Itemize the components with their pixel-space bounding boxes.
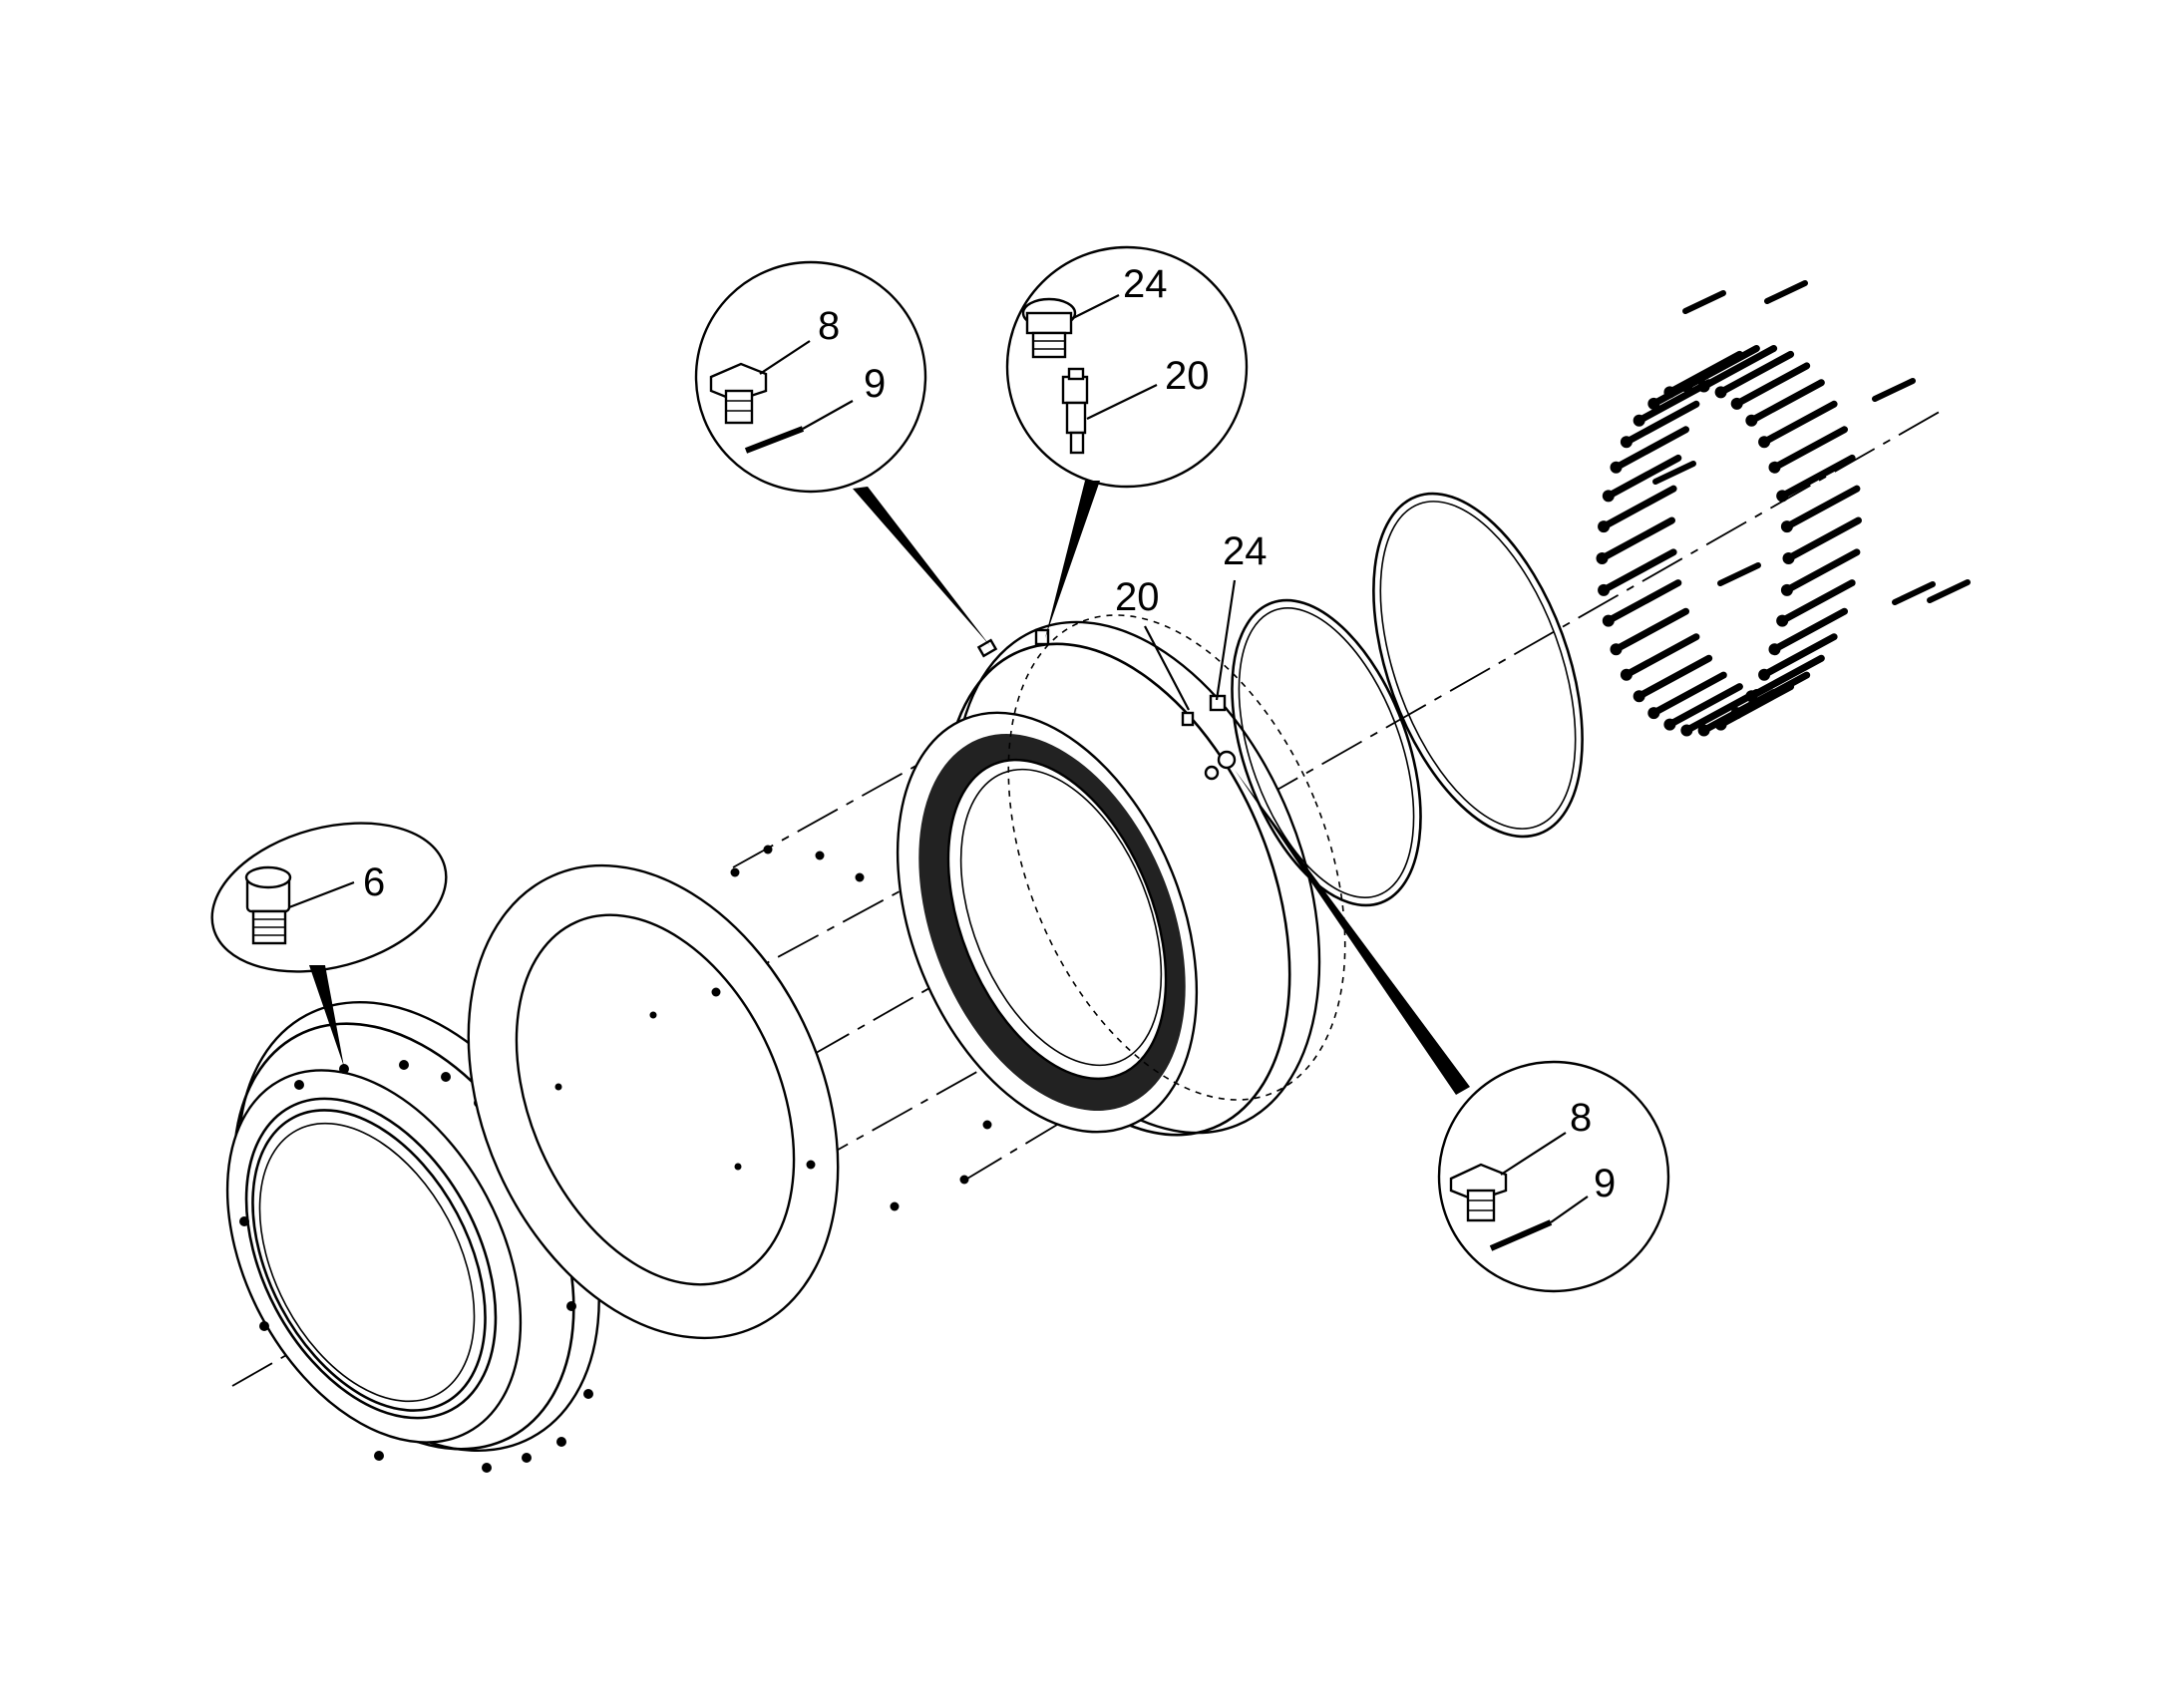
bolt-head xyxy=(1680,380,1693,393)
bolt-head xyxy=(1602,490,1615,503)
callouts-20-24-mid: 20 24 xyxy=(1115,529,1268,711)
bolt xyxy=(1613,607,1690,653)
bolt xyxy=(1649,671,1727,717)
bolt-head xyxy=(1758,436,1771,449)
bolt-head xyxy=(1780,583,1793,596)
bolt xyxy=(1733,362,1811,408)
callout-bubble-8-9-top: 8 9 xyxy=(694,260,990,646)
loose-bolt xyxy=(1892,581,1936,605)
bolt-8-icon xyxy=(709,362,768,425)
pin-9-icon xyxy=(744,426,805,454)
bolt xyxy=(1747,379,1825,425)
bolt-head xyxy=(1647,707,1660,720)
bolt xyxy=(1613,426,1690,472)
bolt xyxy=(1605,579,1682,625)
bolt-head xyxy=(1782,552,1795,564)
label-8-top: 8 xyxy=(818,304,840,348)
plug-6-icon xyxy=(244,865,292,945)
bolt xyxy=(1770,607,1848,653)
bolt-head xyxy=(1633,690,1645,703)
bolt-head xyxy=(1647,397,1660,410)
plug-24-icon xyxy=(1021,297,1077,359)
callout-bubble-6: 6 xyxy=(210,822,448,1067)
bolt xyxy=(1770,426,1848,472)
bolt xyxy=(1760,633,1838,679)
fitting-20-icon xyxy=(1061,367,1089,455)
loose-bolt xyxy=(1652,461,1696,485)
bolt-head xyxy=(1776,490,1789,503)
pin-9-bottom-icon xyxy=(1489,1219,1553,1251)
bolt xyxy=(1665,683,1743,729)
label-24-mid: 24 xyxy=(1223,529,1268,573)
bolt xyxy=(1778,579,1856,625)
bolt xyxy=(1605,454,1682,500)
bolt-head xyxy=(1697,724,1710,737)
label-20-mid: 20 xyxy=(1115,575,1160,619)
label-9-top: 9 xyxy=(864,362,886,406)
bolt-head xyxy=(1758,668,1771,681)
bolt-head xyxy=(1610,461,1623,474)
bolt-head xyxy=(1780,520,1793,533)
bolt xyxy=(1623,400,1700,446)
bolt-head xyxy=(1714,386,1727,399)
bolt-head xyxy=(1633,414,1645,427)
loose-bolt xyxy=(1872,378,1916,402)
callout-bubble-24-20-top: 24 20 xyxy=(1005,245,1249,638)
main-gear-housing xyxy=(896,614,1346,1137)
loose-bolt xyxy=(1764,280,1808,304)
bolt-head xyxy=(1598,583,1611,596)
bolt xyxy=(1635,654,1713,700)
loose-bolt xyxy=(1717,562,1761,586)
bolt-head xyxy=(1680,724,1693,737)
bolt xyxy=(1635,379,1713,425)
bolt-head xyxy=(1730,397,1743,410)
label-24-top: 24 xyxy=(1123,262,1168,306)
bolt xyxy=(1785,516,1862,562)
bolt xyxy=(1760,400,1838,446)
bolt-head xyxy=(1610,643,1623,656)
bolt xyxy=(1599,516,1675,562)
loose-bolt xyxy=(1682,290,1726,314)
bolt-head xyxy=(1602,614,1615,627)
bolt-head xyxy=(1620,668,1633,681)
o-ring-small xyxy=(1231,598,1422,907)
bolt xyxy=(1700,689,1778,735)
callout-bubble-8-9-bottom: 8 9 xyxy=(1235,770,1670,1293)
bolt-head xyxy=(1663,386,1676,399)
bolt xyxy=(1717,350,1795,396)
bolt xyxy=(1600,548,1677,594)
label-9-bottom: 9 xyxy=(1594,1162,1616,1205)
bolt xyxy=(1783,548,1861,594)
gasket-ring xyxy=(467,863,840,1340)
bolt xyxy=(1682,344,1760,390)
bolt-head xyxy=(1697,380,1710,393)
bolt xyxy=(1778,454,1856,500)
bolt-head xyxy=(1620,436,1633,449)
label-8-bottom: 8 xyxy=(1570,1096,1592,1140)
bolt xyxy=(1783,485,1861,530)
loose-bolt xyxy=(1927,579,1971,603)
bolt-head xyxy=(1596,552,1609,564)
bolt xyxy=(1747,654,1825,700)
loose-plug-fittings xyxy=(976,628,1237,781)
bolt-head xyxy=(1768,643,1781,656)
bolt-head xyxy=(1768,461,1781,474)
label-6: 6 xyxy=(363,860,385,904)
label-20-top: 20 xyxy=(1165,354,1210,398)
bolt xyxy=(1600,485,1677,530)
bolt xyxy=(1700,344,1778,390)
bolt xyxy=(1682,689,1760,735)
bolt-head xyxy=(1663,718,1676,731)
bolt-head xyxy=(1598,520,1611,533)
o-ring-large xyxy=(1372,492,1584,839)
bolt-head xyxy=(1745,414,1758,427)
bolt-head xyxy=(1776,614,1789,627)
bolt-8-bottom-icon xyxy=(1449,1163,1508,1222)
bolt-cluster xyxy=(1596,280,1971,737)
bolt xyxy=(1623,633,1700,679)
